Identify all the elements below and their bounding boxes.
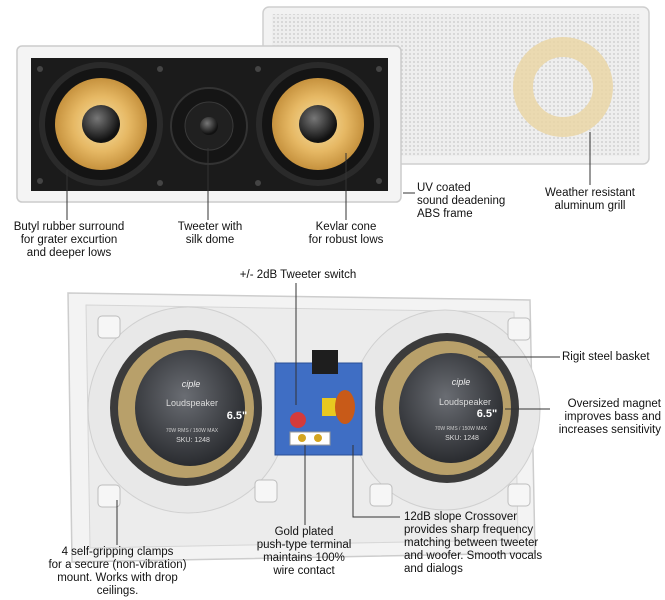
- magnet-size-left: 6.5": [226, 410, 248, 422]
- front-speaker: [16, 45, 402, 203]
- magnet-type-left: Loudspeaker: [165, 398, 219, 408]
- callout-kevlar-cone: Kevlar cone for robust lows: [308, 221, 384, 246]
- callout-clamps: 4 self-gripping clamps for a secure (non…: [48, 546, 187, 597]
- callout-magnet: Oversized magnet improves bass and incre…: [558, 398, 661, 436]
- back-speaker: [67, 292, 541, 563]
- magnet-power-left: 70W RMS / 150W MAX: [165, 428, 219, 434]
- magnet-brand-right: ciple: [451, 377, 471, 387]
- magnet-sku-left: SKU: 1248: [176, 437, 210, 444]
- magnet-power-right: 70W RMS / 150W MAX: [434, 426, 488, 432]
- magnet-sku-right: SKU: 1248: [445, 435, 479, 442]
- magnet-brand-left: ciple: [181, 379, 201, 389]
- callout-steel-basket: Rigit steel basket: [562, 351, 650, 363]
- leader-lines: [66, 132, 591, 545]
- callout-butyl-surround: Butyl rubber surround for grater excurti…: [13, 221, 125, 259]
- callout-tweeter: Tweeter with silk dome: [177, 221, 243, 246]
- callout-uv-frame: UV coated sound deadening ABS frame: [417, 182, 506, 220]
- magnet-type-right: Loudspeaker: [438, 397, 492, 407]
- callout-crossover: 12dB slope Crossover provides sharp freq…: [404, 511, 543, 575]
- callout-terminal: Gold plated push-type terminal maintains…: [256, 526, 352, 577]
- callout-tweeter-switch: +/- 2dB Tweeter switch: [239, 269, 357, 281]
- magnet-size-right: 6.5": [476, 408, 498, 420]
- callout-grill: Weather resistant aluminum grill: [545, 187, 635, 212]
